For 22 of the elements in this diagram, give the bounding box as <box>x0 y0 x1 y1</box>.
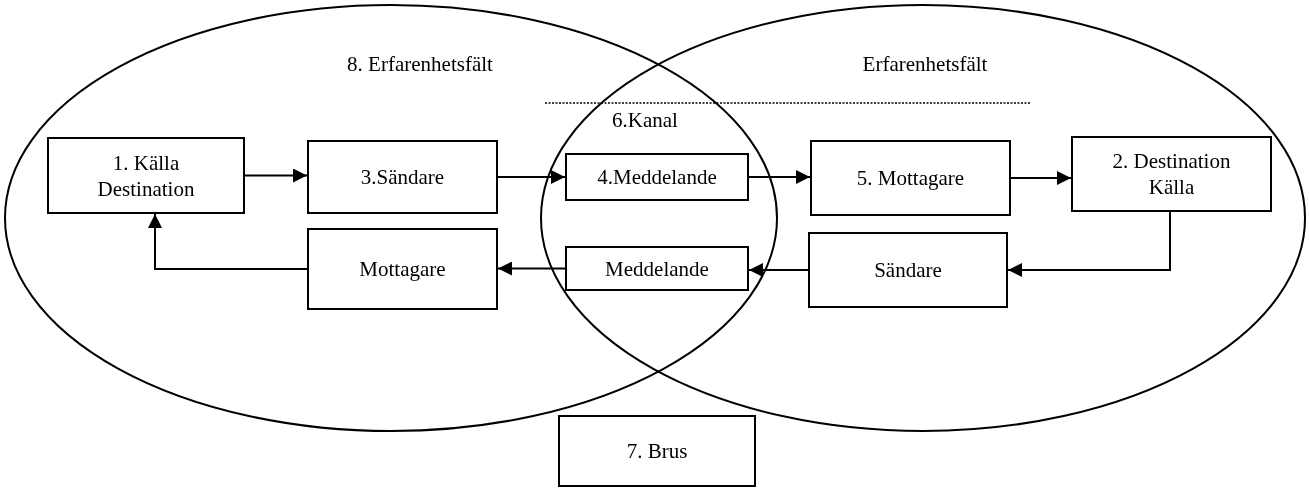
process-box: Sändare <box>808 232 1008 308</box>
arrow <box>748 263 809 277</box>
process-box: 1. Källa Destination <box>47 137 245 214</box>
process-box: Meddelande <box>565 246 749 291</box>
channel-label: 6.Kanal <box>612 108 678 133</box>
experience-field-ellipse <box>540 4 1306 432</box>
arrow <box>1007 211 1171 277</box>
field-title: Erfarenhetsfält <box>862 52 988 77</box>
process-box: 3.Sändare <box>307 140 498 214</box>
arrow <box>497 261 566 276</box>
field-title: 8. Erfarenhetsfält <box>347 52 493 77</box>
process-box: Mottagare <box>307 228 498 310</box>
arrow <box>497 170 566 184</box>
arrow <box>748 170 811 184</box>
process-box: 7. Brus <box>558 415 756 487</box>
process-box: 2. Destination Källa <box>1071 136 1272 212</box>
process-box: 5. Mottagare <box>810 140 1011 216</box>
arrow <box>148 213 308 270</box>
arrow <box>244 168 308 183</box>
arrow <box>1010 171 1072 185</box>
process-box: 4.Meddelande <box>565 153 749 201</box>
experience-field-ellipse <box>4 4 778 432</box>
